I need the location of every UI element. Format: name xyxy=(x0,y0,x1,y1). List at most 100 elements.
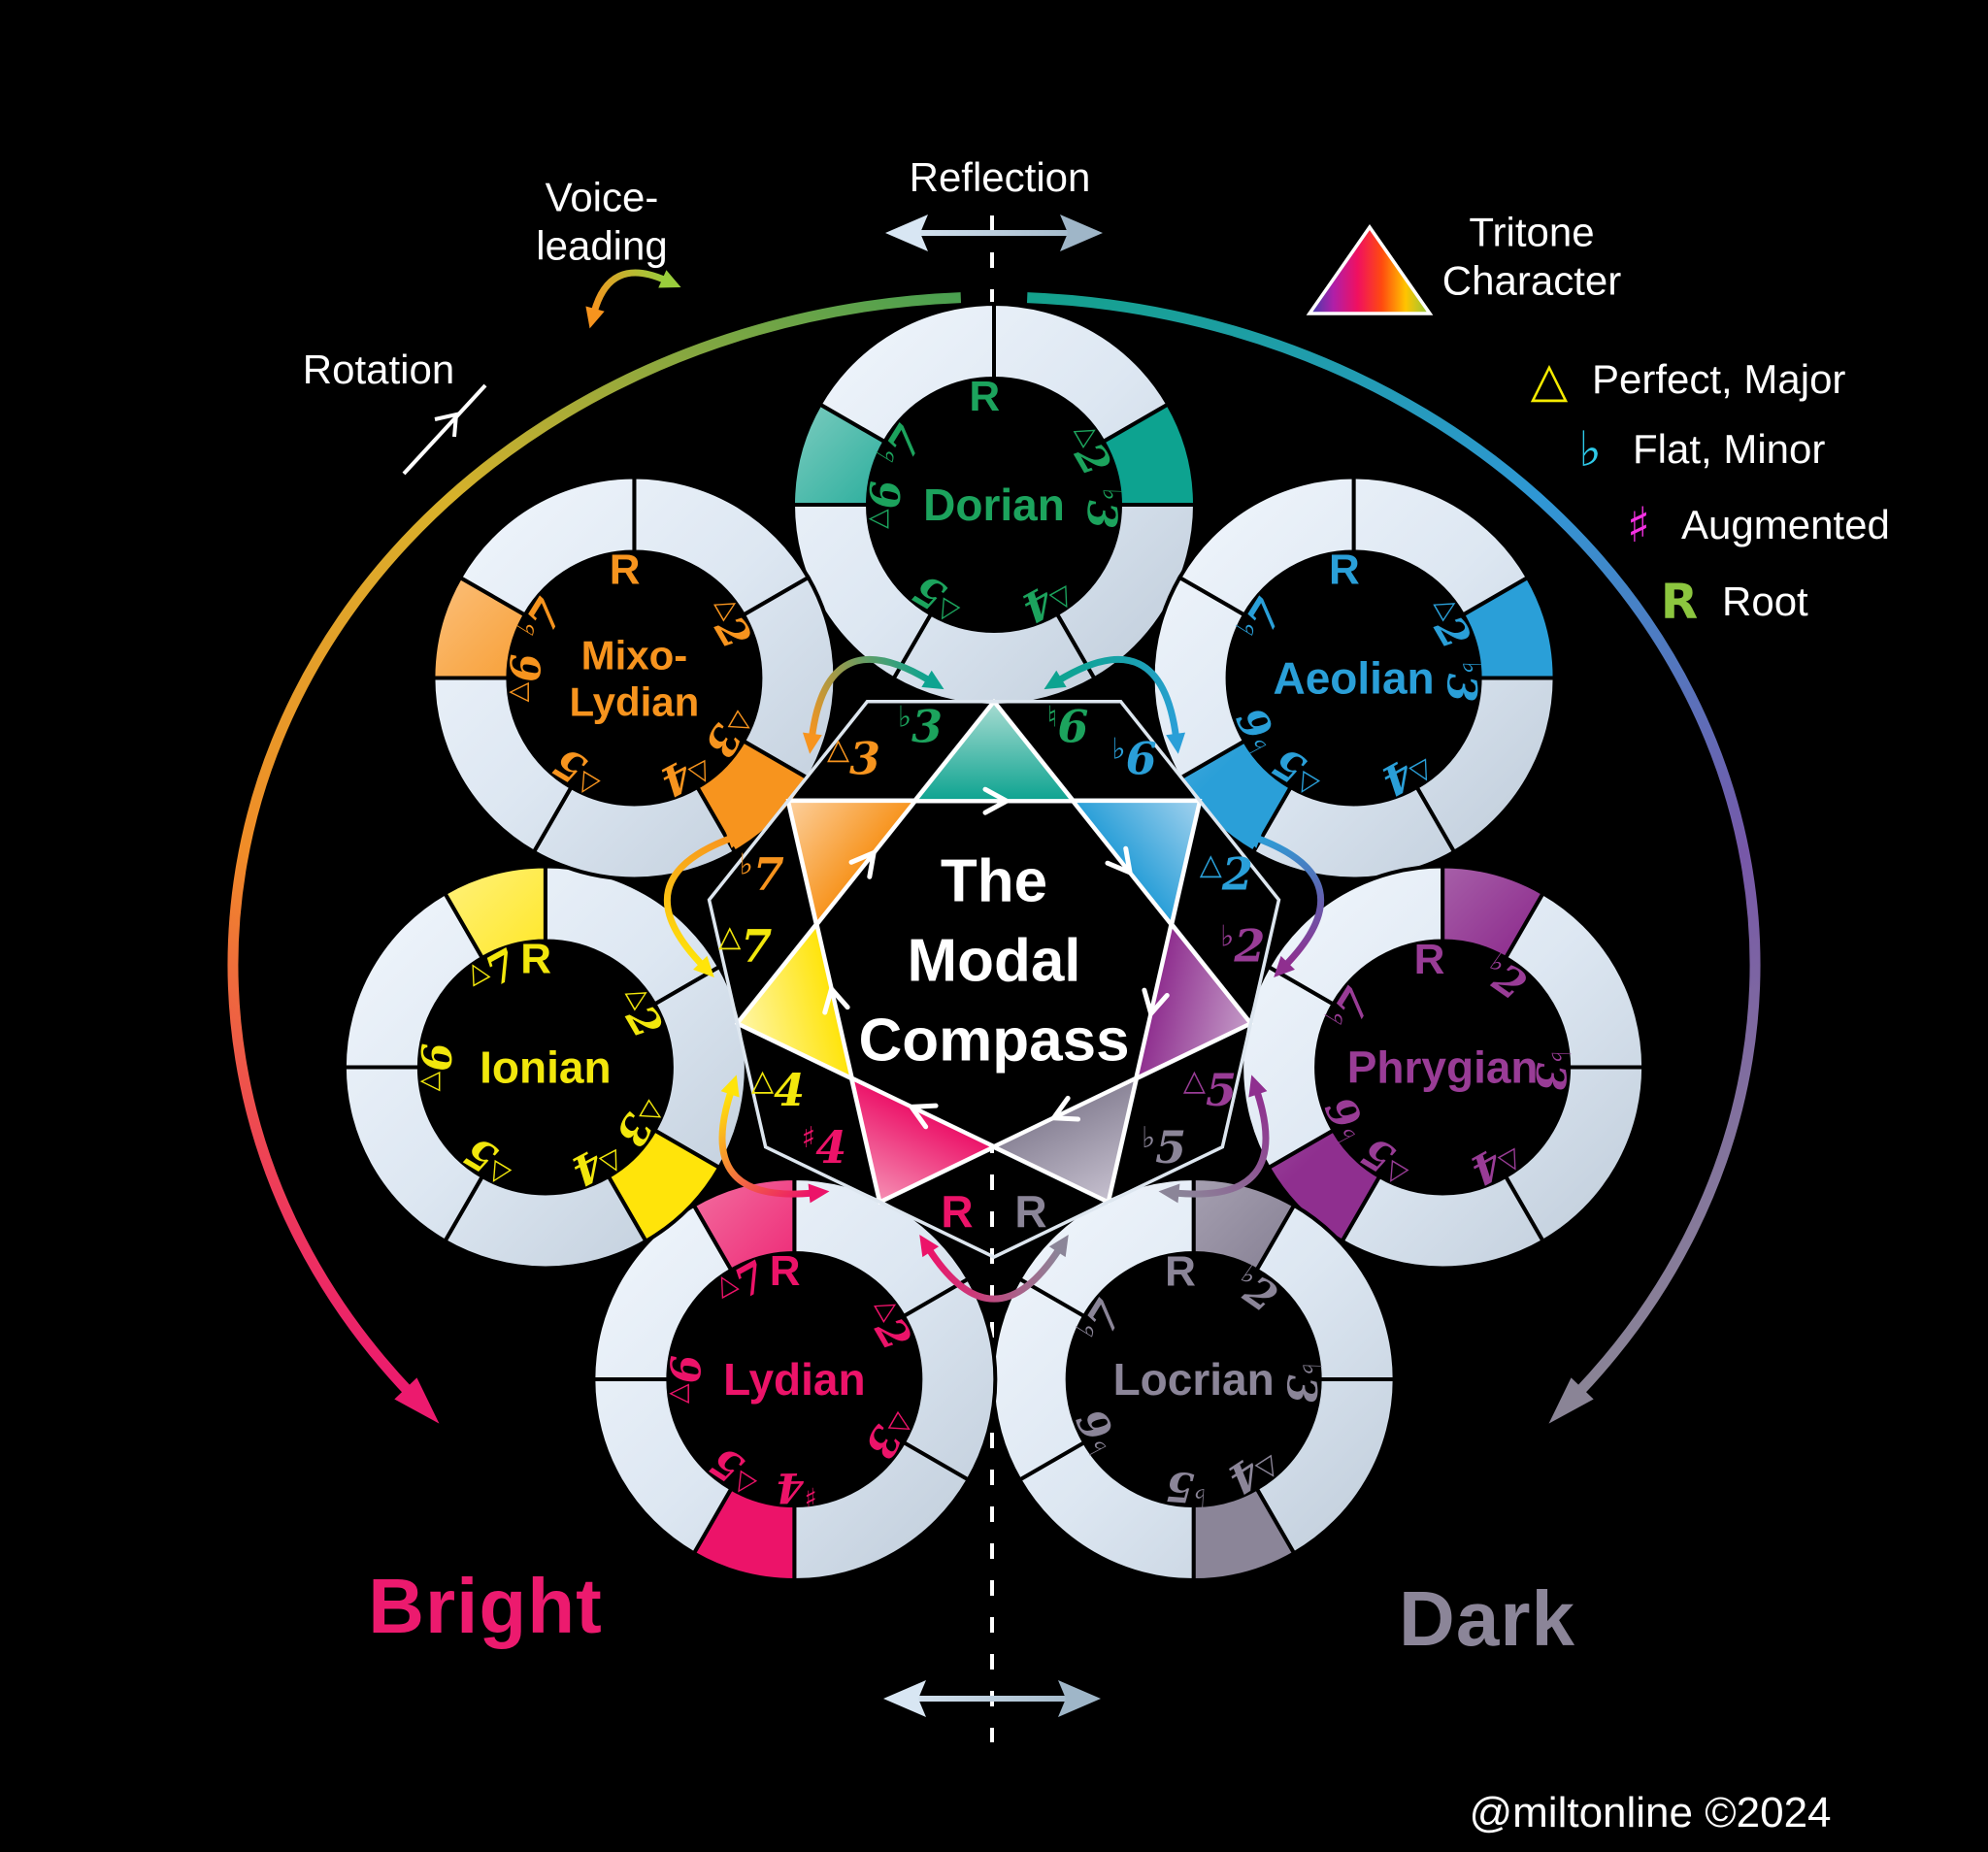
mode-name-ionian: Ionian xyxy=(480,1042,611,1092)
voice-leading-arrow-head-icon xyxy=(1166,732,1186,754)
whole-step-segment xyxy=(1266,864,1445,1008)
notch-label: △7 xyxy=(718,919,772,973)
interval-label-root: R xyxy=(610,546,641,593)
interval-label: ♭5 xyxy=(1164,1463,1208,1513)
interval-label-root: R xyxy=(1329,546,1360,593)
mode-name-dorian: Dorian xyxy=(923,480,1065,530)
ring-hole xyxy=(1314,939,1572,1196)
dark-label: Dark xyxy=(1399,1574,1575,1662)
cycle-direction-chevron-icon xyxy=(822,983,850,1015)
notch-label: ♭6 xyxy=(1111,732,1156,785)
annotation-icons-layer xyxy=(402,215,1434,1717)
voice-leading-arrow-head-icon xyxy=(1274,955,1295,977)
voice-leading-arrow xyxy=(1171,1086,1270,1198)
title-line2: Modal xyxy=(907,927,1081,995)
voice-leading-arrow-head-icon xyxy=(1241,830,1264,848)
voice-leading-legend-arrow-head-icon xyxy=(658,270,681,288)
interval-label-root: R xyxy=(770,1247,801,1295)
voice-leading-arrow-head-icon xyxy=(802,732,822,754)
root-icon: R xyxy=(1660,574,1699,630)
interval-label: ♭3 xyxy=(1078,487,1127,530)
notch-label: ♭7 xyxy=(740,847,784,901)
ring-hole xyxy=(1065,1251,1322,1508)
legend-item-label: Augmented xyxy=(1681,502,1890,547)
voice-leading-arrow xyxy=(808,655,934,742)
star-point-dorian xyxy=(911,698,1077,804)
notch-label: R xyxy=(1014,1186,1046,1237)
voice-leading-line1: Voice- xyxy=(545,174,659,220)
ring-hole xyxy=(1225,549,1482,807)
notch-label: ♯4 xyxy=(802,1121,847,1174)
half-step-segment xyxy=(442,864,547,961)
interval-label-root: R xyxy=(1414,936,1445,983)
credit-label: @miltonline ©2024 xyxy=(1469,1789,1832,1837)
legend-item-root: R Root xyxy=(1650,574,1808,630)
flat-icon: ♭ xyxy=(1578,421,1602,478)
cycle-direction-chevron-icon xyxy=(1142,987,1170,1019)
mode-name-aeolian: Aeolian xyxy=(1274,652,1435,703)
voice-leading-arrow xyxy=(718,1086,817,1198)
notch-label: ♭2 xyxy=(1220,919,1265,973)
cycle-direction-chevron-icon xyxy=(1048,1095,1081,1122)
voice-leading-arrow-head-icon xyxy=(808,1183,830,1204)
cycle-direction-chevron-icon xyxy=(848,848,878,879)
tritone-line2: Character xyxy=(1441,257,1622,303)
voice-leading-arrow-head-icon xyxy=(1158,1183,1180,1204)
legend-item-label: Root xyxy=(1722,579,1808,624)
notch-label: △3 xyxy=(827,732,880,785)
voice-leading-arrow-head-icon xyxy=(720,1075,740,1098)
interval-label-root: R xyxy=(1165,1247,1196,1295)
interval-label: ♯4 xyxy=(776,1464,817,1512)
voice-leading-legend-arrow-head-icon xyxy=(585,306,605,329)
voice-leading-arrow-head-icon xyxy=(724,830,747,848)
title-line3: Compass xyxy=(858,1006,1130,1074)
voice-leading-arrow-head-icon xyxy=(1048,1235,1069,1258)
reflection-label: Reflection xyxy=(909,154,1091,201)
notch-label: ♭5 xyxy=(1142,1121,1186,1174)
voice-leading-arrow xyxy=(925,1244,1063,1303)
mode-rings-layer: R△2♭3△4△5△6♭7DorianR△2♭3△4△5♭6♭7AeolianR… xyxy=(342,301,1646,1583)
reflection-arrow-bottom-icon xyxy=(883,1680,1101,1717)
voice-leading-label: Voice- leading xyxy=(536,173,667,269)
mode-name-locrian: Locrian xyxy=(1113,1354,1275,1405)
cycle-direction-chevron-icon xyxy=(982,786,1012,815)
voice-leading-arrow-head-icon xyxy=(1044,670,1067,690)
voice-leading-arrow-head-icon xyxy=(921,670,944,690)
mode-name-mixolydian: Mixo-Lydian xyxy=(570,632,700,724)
heptagram-layer xyxy=(707,698,1281,1259)
interval-label-root: R xyxy=(520,935,551,982)
interval-label: △6 xyxy=(502,653,549,702)
star-point-phrygian xyxy=(1133,919,1254,1082)
whole-step-segment xyxy=(457,475,637,618)
voice-leading-legend-arrow xyxy=(590,269,670,316)
bright-arc-arrowhead-icon xyxy=(394,1377,440,1424)
reflection-arrow-top-icon xyxy=(885,215,1103,251)
sharp-icon: ♯ xyxy=(1626,497,1651,553)
legend-item-flat-minor: ♭Flat, Minor xyxy=(1561,421,1825,478)
mode-name-lydian: Lydian xyxy=(723,1354,866,1405)
legend-item-perfect-major: △ Perfect, Major xyxy=(1520,351,1846,408)
voice-leading-arrow-head-icon xyxy=(919,1235,940,1258)
page-title: The Modal Compass xyxy=(858,842,1129,1079)
rotation-icon xyxy=(402,383,487,476)
ring-hole xyxy=(666,1251,923,1508)
triangle-icon: △ xyxy=(1530,351,1569,408)
cycle-direction-chevron-icon xyxy=(1105,845,1134,877)
notch-label: R xyxy=(941,1186,973,1237)
interval-label: △5 xyxy=(1265,739,1331,805)
star-point-ionian xyxy=(734,919,855,1082)
tritone-character-label: Tritone Character xyxy=(1442,208,1621,304)
dark-arc-arrowhead-icon xyxy=(1548,1377,1594,1424)
notch-labels-layer: ♮6♭6△2♭2△5♭5RR♯4△4△7♭7△3♭3 xyxy=(718,700,1265,1237)
notch-label: △2 xyxy=(1200,847,1253,901)
legend-item-label: Perfect, Major xyxy=(1592,356,1846,402)
ring-hole xyxy=(506,549,763,807)
voice-leading-arrow xyxy=(1054,655,1180,742)
rotation-label: Rotation xyxy=(302,347,455,393)
